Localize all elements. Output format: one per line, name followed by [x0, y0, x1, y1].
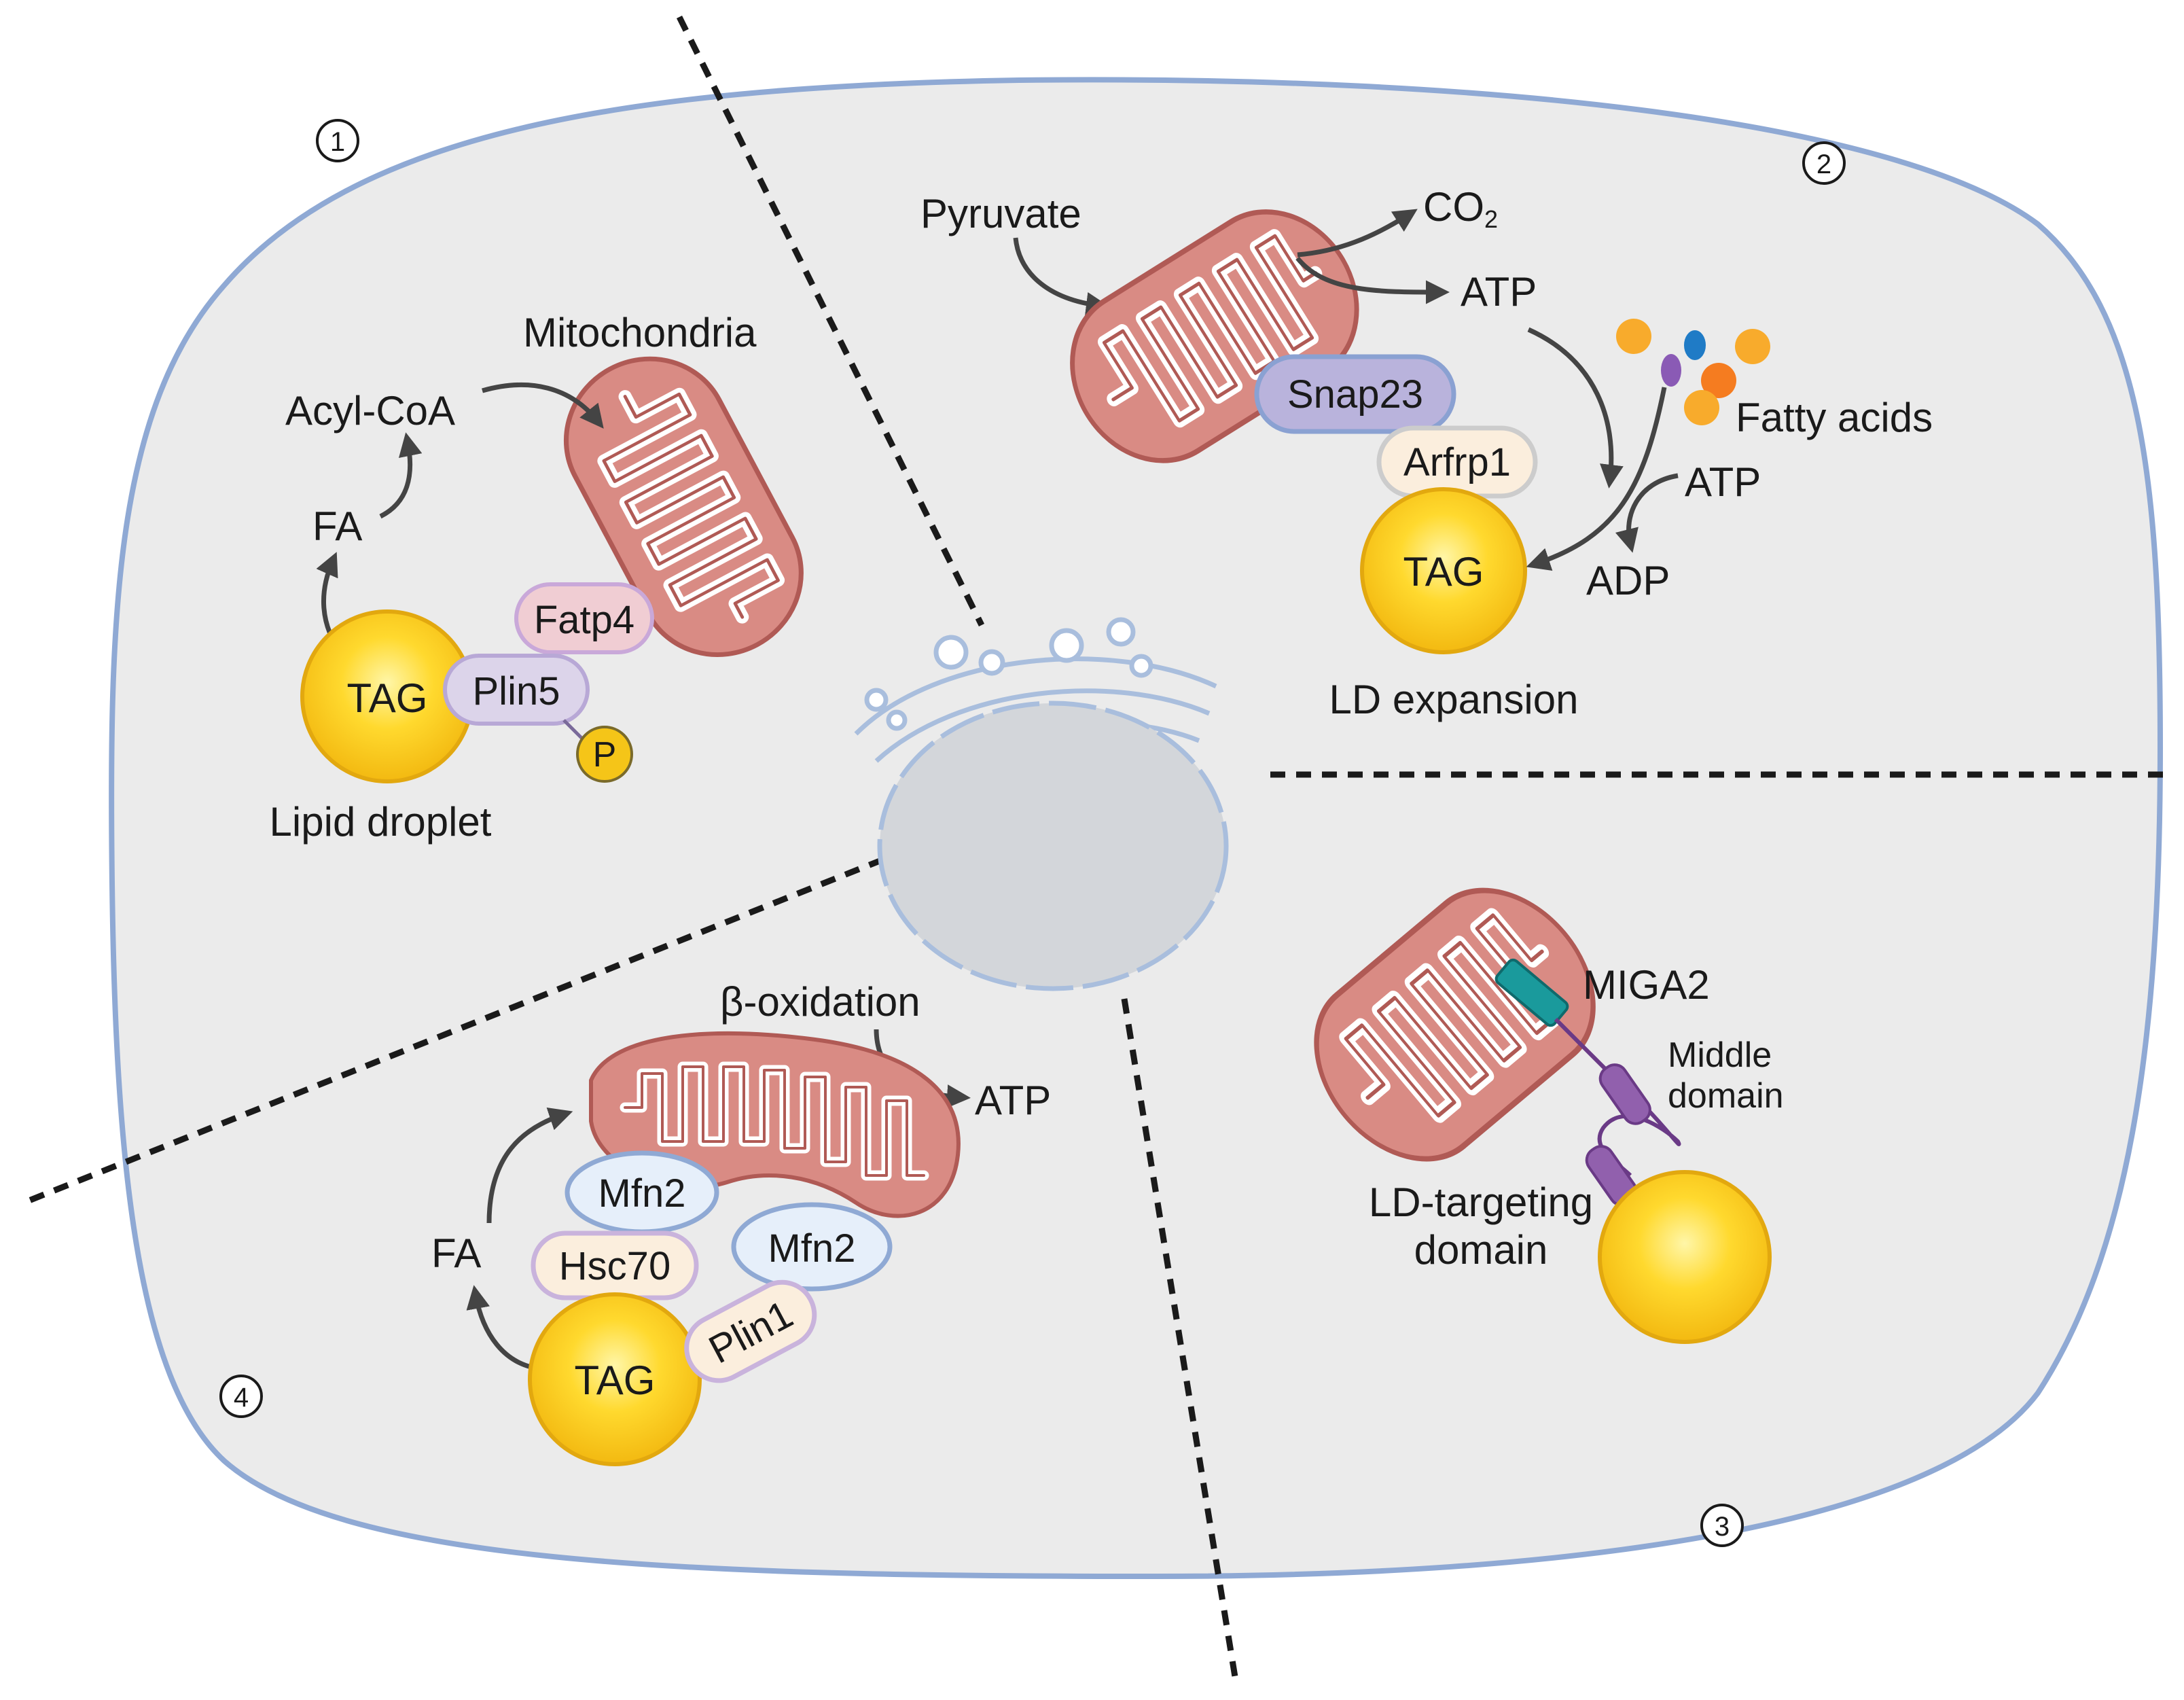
quadrant-number-1: 1	[330, 127, 345, 157]
fatp4-protein	[514, 582, 654, 654]
plin5-protein	[443, 654, 590, 726]
fatty-acids-label: Fatty acids	[1736, 395, 1933, 440]
miga2-middle-domain	[1598, 1063, 1651, 1125]
fa-label-q4: FA	[431, 1230, 481, 1276]
acyl-coa-label: Acyl-CoA	[285, 388, 455, 433]
plin5-label: Plin5	[473, 669, 560, 713]
quadrant-number-2: 2	[1816, 149, 1831, 179]
mitochondria-label: Mitochondria	[523, 310, 757, 355]
lipid-droplet-label: Lipid droplet	[270, 799, 492, 845]
miga2-label: MIGA2	[1583, 962, 1710, 1008]
arrow-acylcoa-to-mito	[482, 382, 604, 429]
arrow-fa-to-mito-q4	[486, 1108, 573, 1224]
mfn2-right-label: Mfn2	[768, 1226, 856, 1271]
ld-targeting-label-1: LD-targeting	[1369, 1180, 1593, 1225]
ld-expansion-label: LD expansion	[1329, 677, 1579, 722]
fatp4-label: Fatp4	[534, 598, 634, 642]
lipid-droplet-q4	[528, 1292, 702, 1466]
quadrant-number-3-badge	[1700, 1504, 1744, 1547]
arrow-pyruvate-to-mito	[1013, 237, 1110, 316]
phosphate-label: P	[593, 735, 617, 775]
miga2-anchor	[1494, 958, 1569, 1027]
arrow-fa-to-tag	[1526, 387, 1667, 571]
hsc70-label: Hsc70	[559, 1244, 670, 1288]
nucleus	[877, 701, 1229, 991]
atp-top-label: ATP	[1461, 269, 1537, 315]
fatty-acid-particles	[1616, 319, 1770, 425]
quadrant-number-1-badge	[316, 119, 359, 162]
adp-label: ADP	[1586, 558, 1670, 603]
snap23-label: Snap23	[1287, 372, 1423, 417]
quadrant-2: 2 Pyruvate CO2 ATP Snap23 Arfrp1 TAG Fat…	[920, 141, 1933, 722]
tag-label-q2: TAG	[1403, 549, 1484, 595]
arrow-fa-to-acylcoa	[379, 432, 423, 519]
arrow-atp-to-tag-curve	[1527, 327, 1624, 489]
arrow-mito-to-co2	[1297, 209, 1418, 258]
quadrant-number-4: 4	[234, 1383, 249, 1413]
arrow-atp-to-adp	[1615, 473, 1679, 553]
quadrant-3: 3 MIGA2 Middle domain LD-targeting domai…	[1283, 857, 1784, 1547]
quadrant-1: 1 Mitochondria Acyl-CoA FA TAG Fatp4 Pli…	[270, 119, 829, 845]
lipid-droplet-q2	[1360, 487, 1527, 654]
co2-label: CO2	[1423, 184, 1498, 233]
fa-label: FA	[312, 503, 362, 549]
beta-oxidation-label: β-oxidation	[720, 979, 920, 1025]
quadrant-number-4-badge	[219, 1375, 263, 1418]
middle-domain-label-2: domain	[1668, 1076, 1784, 1116]
phosphate-group	[576, 726, 633, 783]
lipid-droplet-q3	[1598, 1170, 1772, 1344]
arrow-mito-to-atp	[1295, 256, 1450, 304]
plin1-protein	[684, 1279, 817, 1383]
tag-label-q1: TAG	[347, 675, 428, 721]
quadrant-dividers	[22, 15, 2174, 1686]
arfrp1-label: Arfrp1	[1403, 440, 1511, 484]
atp-right-label: ATP	[1685, 459, 1761, 505]
quadrant-number-2-badge	[1802, 141, 1846, 185]
snap23-protein	[1254, 354, 1456, 434]
co2-sub: 2	[1484, 205, 1498, 233]
golgi-apparatus	[854, 617, 1217, 790]
atp-label-q4: ATP	[975, 1078, 1051, 1123]
middle-domain-label-1: Middle	[1668, 1035, 1772, 1075]
mfn2-left-label: Mfn2	[598, 1171, 686, 1216]
quadrant-number-3: 3	[1715, 1512, 1730, 1542]
mfn2-right-protein	[731, 1202, 893, 1292]
pyruvate-label: Pyruvate	[920, 191, 1081, 236]
co2-main: CO	[1423, 184, 1484, 230]
ld-targeting-label-2: domain	[1414, 1227, 1548, 1273]
tag-label-q4: TAG	[575, 1358, 656, 1403]
